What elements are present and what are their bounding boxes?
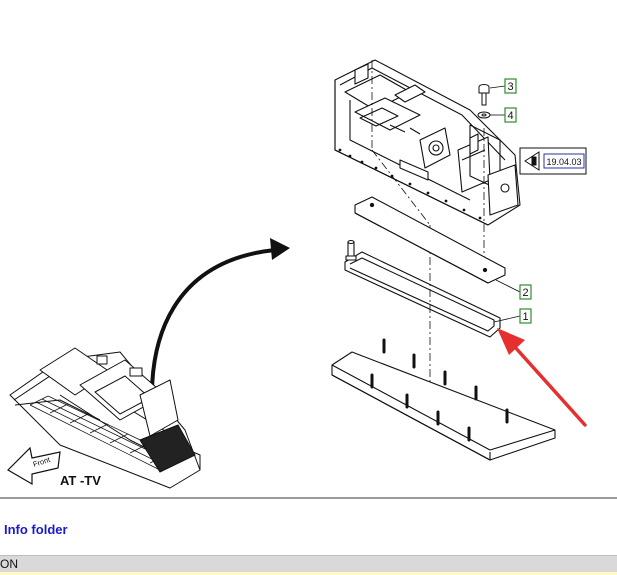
- machine-conveyor: [29, 395, 179, 471]
- gasket-plate: [354, 196, 506, 284]
- view-label: AT -TV: [60, 473, 101, 488]
- status-bar: ON: [0, 555, 617, 573]
- callout-3-label: 3: [507, 81, 513, 93]
- callout-2[interactable]: 2: [519, 284, 532, 300]
- machine-highlight-zone: [139, 424, 196, 473]
- highlight-arrow: [497, 328, 587, 427]
- base-plate: [331, 351, 556, 461]
- status-text: ON: [0, 557, 18, 571]
- callout-1[interactable]: 1: [519, 308, 532, 324]
- speaker-icon: [524, 151, 540, 171]
- section-divider: [0, 497, 617, 499]
- callout-4[interactable]: 4: [504, 107, 517, 123]
- bottom-highlight-strip: [0, 572, 617, 575]
- housing-frame: [334, 59, 521, 226]
- front-orientation-icon: Front: [7, 446, 61, 486]
- callout-3[interactable]: 3: [504, 78, 517, 94]
- washer-part: [477, 111, 491, 119]
- callout-2-label: 2: [522, 287, 528, 299]
- info-folder-link[interactable]: Info folder: [4, 522, 68, 537]
- exploded-parts-diagram: 3 4 2 1 19.04.03: [7, 59, 587, 489]
- base-plate-studs: [370, 338, 509, 442]
- reference-code: 19.04.03: [546, 157, 581, 167]
- callout-leaders: [489, 85, 521, 323]
- bolt-part: [478, 84, 490, 106]
- seal-ring: [344, 239, 501, 338]
- callout-1-label: 1: [522, 311, 528, 323]
- reference-tag[interactable]: 19.04.03: [519, 147, 587, 175]
- callout-4-label: 4: [507, 110, 513, 122]
